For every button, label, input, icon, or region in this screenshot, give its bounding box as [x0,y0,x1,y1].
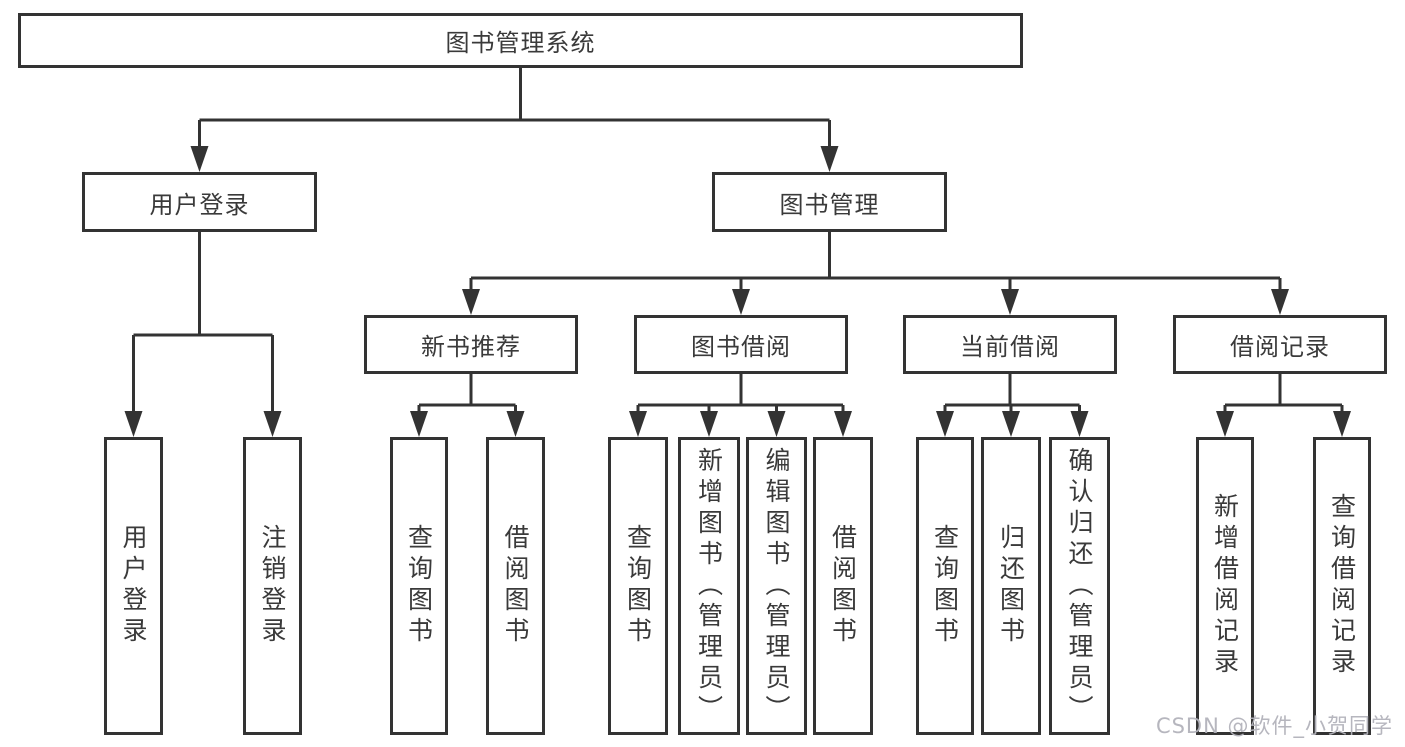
leaf-return-books: 归还图书 [981,437,1041,735]
leaf-query-borrow-record: 查询借阅记录 [1313,437,1371,735]
leaf-add-books-admin: 新增图书（管理员） [678,437,740,735]
leaf-query-books-recommendation: 查询图书 [390,437,448,735]
leaf-confirm-return-admin: 确认归还（管理员） [1049,437,1110,735]
node-current-borrowing: 当前借阅 [903,315,1117,374]
csdn-watermark: CSDN @软件_小贺同学 [1155,714,1393,738]
node-new-book-recommendation: 新书推荐 [364,315,578,374]
leaf-add-borrow-record: 新增借阅记录 [1196,437,1254,735]
leaf-borrow-books-recommendation: 借阅图书 [486,437,545,735]
leaf-edit-books-admin: 编辑图书（管理员） [746,437,807,735]
leaf-user-login: 用户登录 [104,437,163,735]
node-root-book-management-system: 图书管理系统 [18,13,1023,68]
node-user-login: 用户登录 [82,172,317,232]
node-borrowing-records: 借阅记录 [1173,315,1387,374]
leaf-logout: 注销登录 [243,437,302,735]
leaf-query-books-borrowing: 查询图书 [608,437,668,735]
node-book-borrowing: 图书借阅 [634,315,848,374]
leaf-query-books-current: 查询图书 [916,437,974,735]
node-book-management: 图书管理 [712,172,947,232]
leaf-borrow-books: 借阅图书 [813,437,873,735]
